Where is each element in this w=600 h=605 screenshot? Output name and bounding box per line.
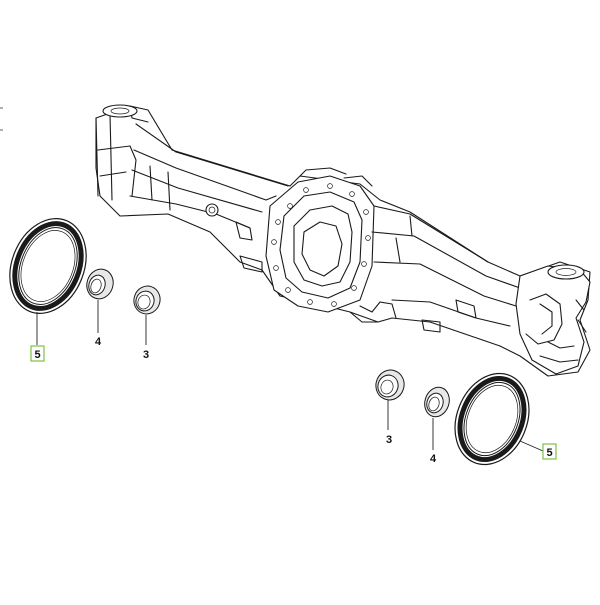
callout-box-5-left [30,345,45,362]
callout-5-left[interactable]: 5 [34,349,40,361]
bearing-left [133,285,161,315]
callout-4-left[interactable]: 4 [95,336,102,348]
left-kingpin-boss [102,104,138,118]
callout-4-right[interactable]: 4 [430,453,437,465]
oil-seal-right [424,386,450,418]
callout-3-left[interactable]: 3 [143,349,149,361]
right-kingpin-boss [547,264,585,280]
axle-housing [95,104,591,377]
seal-ring-left [9,218,87,314]
callout-box-5-right [542,443,557,460]
oil-seal-left [86,268,114,300]
leader-5-right [519,440,544,452]
left-bolt [205,203,219,217]
callout-5-right[interactable]: 5 [546,447,552,459]
bearing-right [375,369,405,401]
seal-ring-right [454,372,530,466]
flange-bolt-holes [271,183,371,307]
callout-3-right[interactable]: 3 [386,434,392,446]
